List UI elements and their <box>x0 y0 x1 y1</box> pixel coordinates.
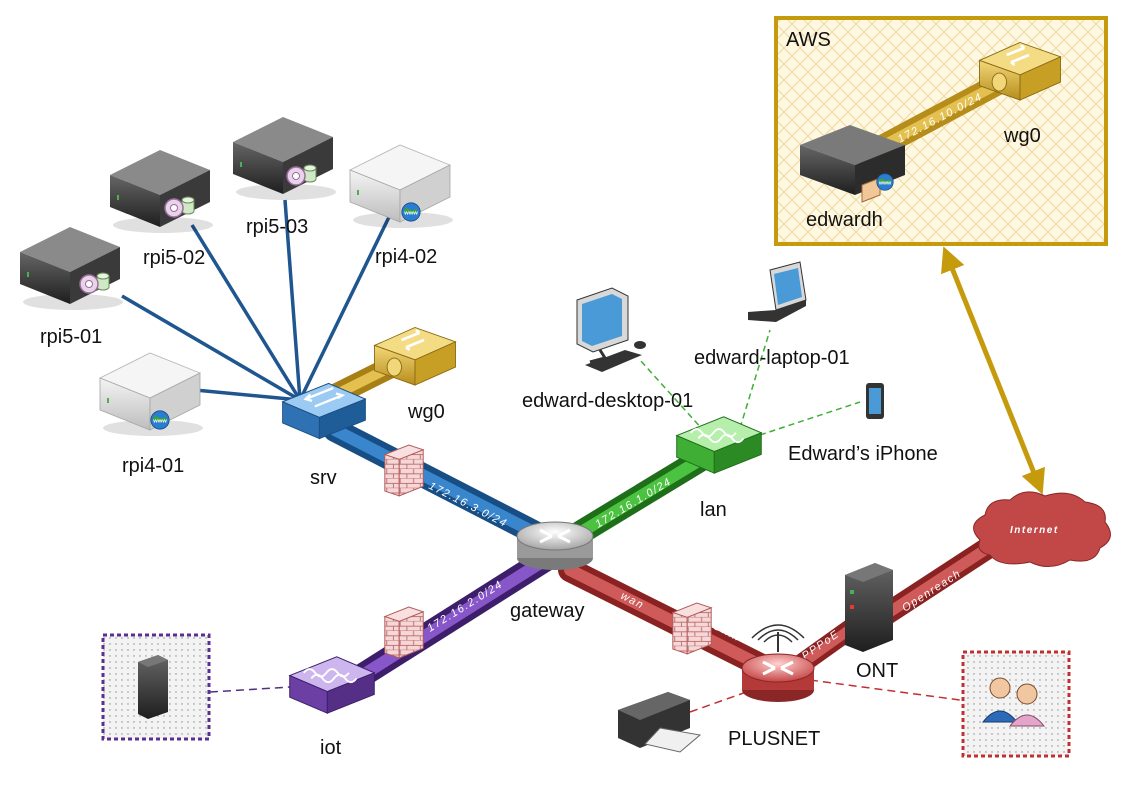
wan-firewall-icon <box>672 602 712 655</box>
vpn-link-arrow <box>941 246 1045 495</box>
desktop-label: edward-desktop-01 <box>522 390 693 412</box>
phone-icon <box>866 383 884 419</box>
iot-device-box <box>101 633 211 741</box>
srv-wg-label: wg0 <box>407 401 445 423</box>
lan-subnet-label: 172.16.1.0/24 <box>593 476 674 531</box>
iot-firewall-icon <box>384 606 424 659</box>
ont-icon <box>845 563 893 652</box>
internet-cloud-icon: Internet <box>973 491 1111 567</box>
server-rpi5-03: rpi5-03 <box>233 117 336 238</box>
plusnet-label: PLUSNET <box>728 728 820 750</box>
srv-tube: 172.16.3.0/24 <box>323 418 557 550</box>
printer-dashed-link <box>689 689 753 713</box>
ont-label: ONT <box>856 660 898 682</box>
server-rpi5-01: rpi5-01 <box>20 227 123 348</box>
lan-label: lan <box>700 499 727 521</box>
rpi5-02-label: rpi5-02 <box>143 247 205 269</box>
srv-links <box>121 199 392 402</box>
server-rpi4-01: rpi4-01 <box>99 352 204 477</box>
aws-region: AWS 172.16.10.0/24 wg0 edwardh <box>774 16 1108 246</box>
edwardh-server-icon <box>800 125 905 203</box>
srv-label: srv <box>310 467 337 489</box>
rpi4-01-www-icon <box>150 410 170 430</box>
desktop-icon <box>576 287 646 372</box>
rpi4-02-www-icon <box>401 202 421 222</box>
server-rpi5-02: rpi5-02 <box>110 150 213 269</box>
lan-dashed-links <box>639 329 861 441</box>
phone-label: Edward’s iPhone <box>788 443 938 465</box>
internet-label: Internet <box>1010 525 1059 536</box>
printer-icon <box>618 692 702 753</box>
rpi5-03-label: rpi5-03 <box>246 216 308 238</box>
rpi5-01-label: rpi5-01 <box>40 326 102 348</box>
srv-firewall-icon <box>384 444 424 497</box>
gateway-router-icon <box>516 521 594 570</box>
gateway-label: gateway <box>510 600 585 622</box>
server-rpi4-02: rpi4-02 <box>349 144 454 268</box>
users-dashed-link <box>809 679 961 701</box>
laptop-label: edward-laptop-01 <box>694 347 850 369</box>
rpi4-01-label: rpi4-01 <box>122 455 184 477</box>
iot-dashed-link <box>209 686 291 693</box>
wan-tube: wan G.hn <box>558 558 782 682</box>
plusnet-router-icon <box>741 624 815 702</box>
rpi5-03-service-icon <box>286 164 317 186</box>
aws-host-label: edwardh <box>806 209 883 231</box>
laptop-icon <box>748 261 807 322</box>
rpi4-02-label: rpi4-02 <box>375 246 437 268</box>
rpi5-01-service-icon <box>79 272 110 294</box>
aws-title: AWS <box>786 29 831 51</box>
iot-label: iot <box>320 737 342 759</box>
edwardh-www-icon <box>876 173 894 191</box>
users-box <box>961 650 1071 758</box>
aws-wg-label: wg0 <box>1003 125 1041 147</box>
rpi5-02-service-icon <box>164 196 195 218</box>
